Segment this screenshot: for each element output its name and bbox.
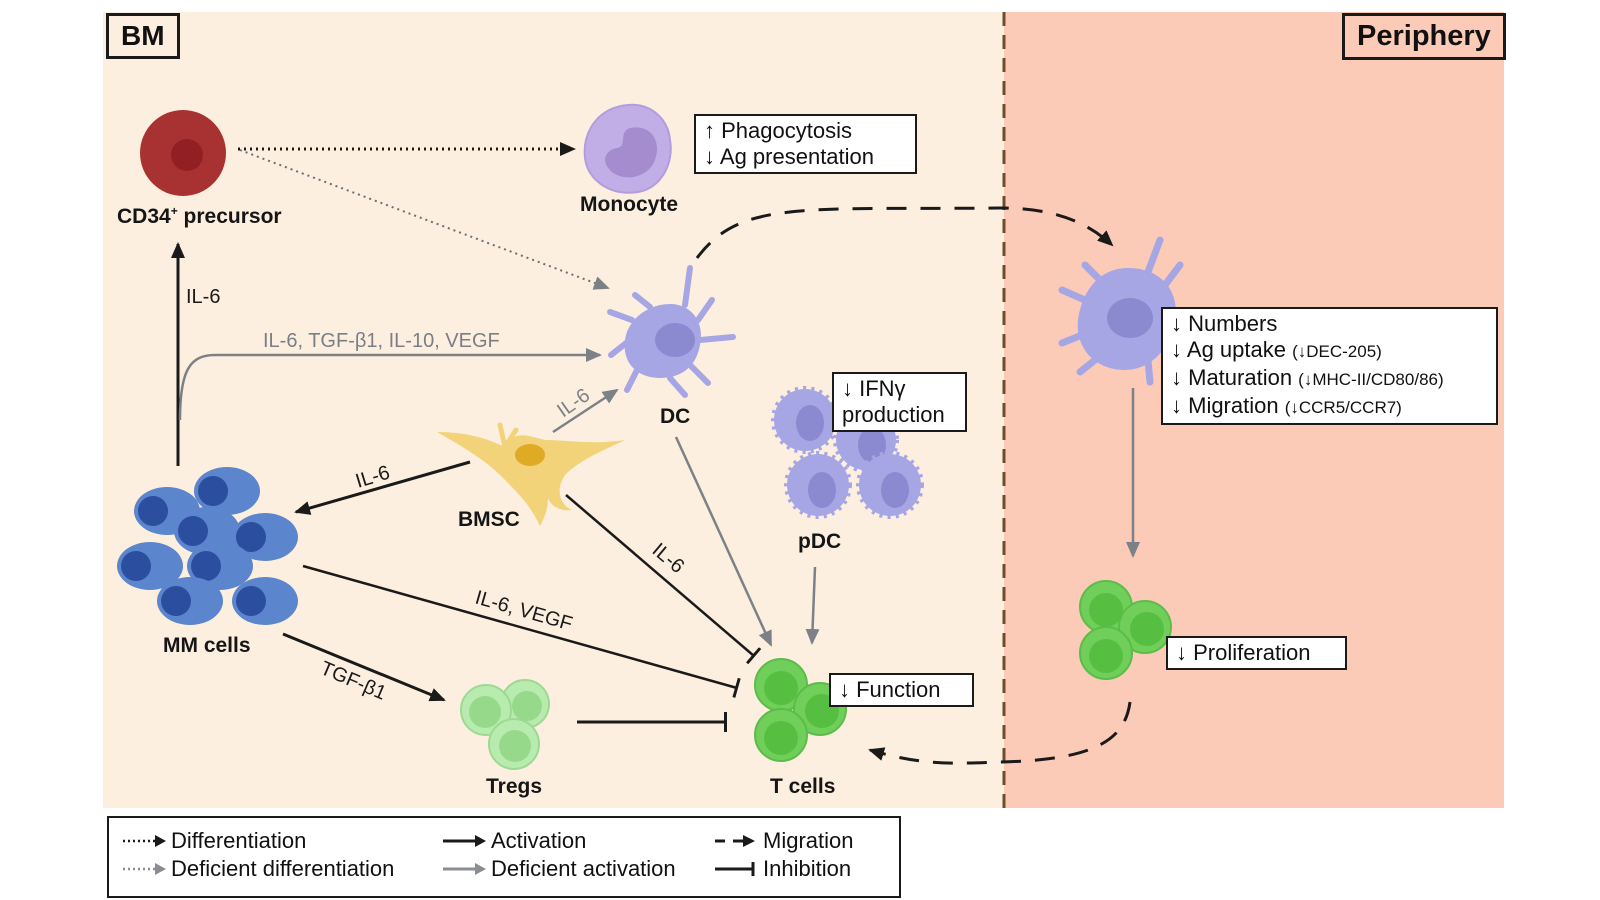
t-cells-info-box: ↓ Function <box>829 673 974 707</box>
pdc-info-box: ↓ IFNγ production <box>832 372 967 432</box>
cd34-precursor-label: CD34+ precursor <box>117 204 282 228</box>
edge-mm-to-dc <box>178 348 602 421</box>
monocyte-label: Monocyte <box>580 193 679 216</box>
label-mm-to-cd34: IL-6 <box>186 286 221 308</box>
tregs-cells <box>460 679 550 770</box>
edge-mm-to-tcells <box>302 564 741 698</box>
info-line: ↓ Function <box>839 677 941 702</box>
grey-dotted-arrow-icon <box>123 863 166 875</box>
legend-differentiation: Differentiation <box>121 828 306 854</box>
edge-bmsc-to-dc <box>552 388 619 434</box>
cd34-precursor-cell <box>140 110 226 196</box>
edge-bmsc-to-tcells <box>565 494 762 665</box>
info-line: ↓ Maturation (↓MHC-II/CD80/86) <box>1171 365 1444 390</box>
mm-cells <box>117 467 298 625</box>
edge-dc-to-tcells <box>674 436 773 647</box>
label-mm-to-dc: IL-6, TGF-β1, IL-10, VEGF <box>263 330 500 352</box>
t-cells-label: T cells <box>770 775 836 798</box>
edge-mm-to-tregs <box>282 632 446 702</box>
bone-marrow-label: BM <box>106 13 180 59</box>
solid-arrow-icon <box>443 835 486 847</box>
legend-activation: Activation <box>441 828 586 854</box>
peripheral-dc-info-box: ↓ Numbers ↓ Ag uptake (↓DEC-205) ↓ Matur… <box>1161 307 1498 425</box>
peripheral-t-cells-info-box: ↓ Proliferation <box>1166 636 1347 670</box>
edge-pdc-to-tcells <box>805 566 820 645</box>
info-line: ↓ IFNγ <box>842 376 906 401</box>
edge-dc-to-peripheral-dc <box>695 206 1114 259</box>
bmsc-label: BMSC <box>458 508 520 531</box>
info-line: ↓ Numbers <box>1171 311 1278 336</box>
dc-cell <box>607 265 736 398</box>
pdc-label: pDC <box>798 530 842 553</box>
monocyte-cell <box>583 103 672 194</box>
edge-bmsc-to-mm <box>294 460 471 515</box>
info-line: ↑ Phagocytosis <box>704 118 852 143</box>
label-bmsc-to-tcells: IL-6 <box>648 539 689 578</box>
peripheral-dc-cell <box>1058 236 1184 386</box>
dc-label: DC <box>660 405 691 428</box>
legend: Differentiation Deficient differentiatio… <box>107 816 901 898</box>
info-line: ↓ Ag uptake (↓DEC-205) <box>1171 337 1382 362</box>
info-line: production <box>842 402 945 427</box>
edge-peripheral-tcells-to-tcells <box>868 701 1132 765</box>
legend-migration: Migration <box>713 828 853 854</box>
label-mm-to-tregs: TGF-β1 <box>317 657 389 704</box>
label-bmsc-to-mm: IL-6 <box>353 462 392 493</box>
legend-deficient-differentiation: Deficient differentiation <box>121 856 394 882</box>
info-line: ↓ Migration (↓CCR5/CCR7) <box>1171 393 1402 418</box>
periphery-label: Periphery <box>1342 13 1506 60</box>
info-line: ↓ Proliferation <box>1176 640 1311 665</box>
label-bmsc-to-dc: IL-6 <box>553 384 594 422</box>
legend-deficient-activation: Deficient activation <box>441 856 676 882</box>
grey-arrow-icon <box>443 863 486 875</box>
monocyte-info-box: ↑ Phagocytosis ↓ Ag presentation <box>694 114 917 174</box>
dashed-arrow-icon <box>715 835 755 847</box>
info-line: ↓ Ag presentation <box>704 144 875 169</box>
bmsc-cell <box>437 422 625 526</box>
dotted-arrow-icon <box>123 835 166 847</box>
legend-inhibition: Inhibition <box>713 856 851 882</box>
inhibition-bar-icon <box>715 862 755 876</box>
edge-cd34-to-dc <box>239 149 610 290</box>
mm-cells-label: MM cells <box>163 634 251 657</box>
pdc-cells <box>771 386 924 519</box>
tregs-label: Tregs <box>486 775 543 798</box>
peripheral-t-cells <box>1079 580 1172 680</box>
